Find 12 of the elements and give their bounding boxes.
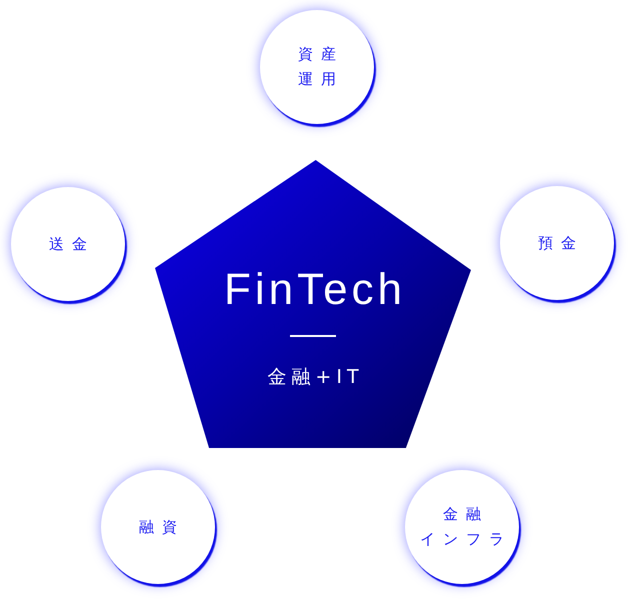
circle-node <box>260 10 374 124</box>
circle-node <box>101 470 215 584</box>
node-label: 資産運用 <box>297 44 344 90</box>
node-label: 預金 <box>537 232 584 254</box>
node-heading: FinTech <box>222 268 406 312</box>
circle-node <box>11 187 125 301</box>
circle-node <box>500 186 614 300</box>
node-label: 融資 <box>138 516 185 538</box>
node-subtitle: 金融+IT <box>266 368 364 387</box>
node-label: 送金 <box>48 234 95 254</box>
circle-node <box>405 470 519 584</box>
node-label: 金融インフラ <box>419 504 512 550</box>
